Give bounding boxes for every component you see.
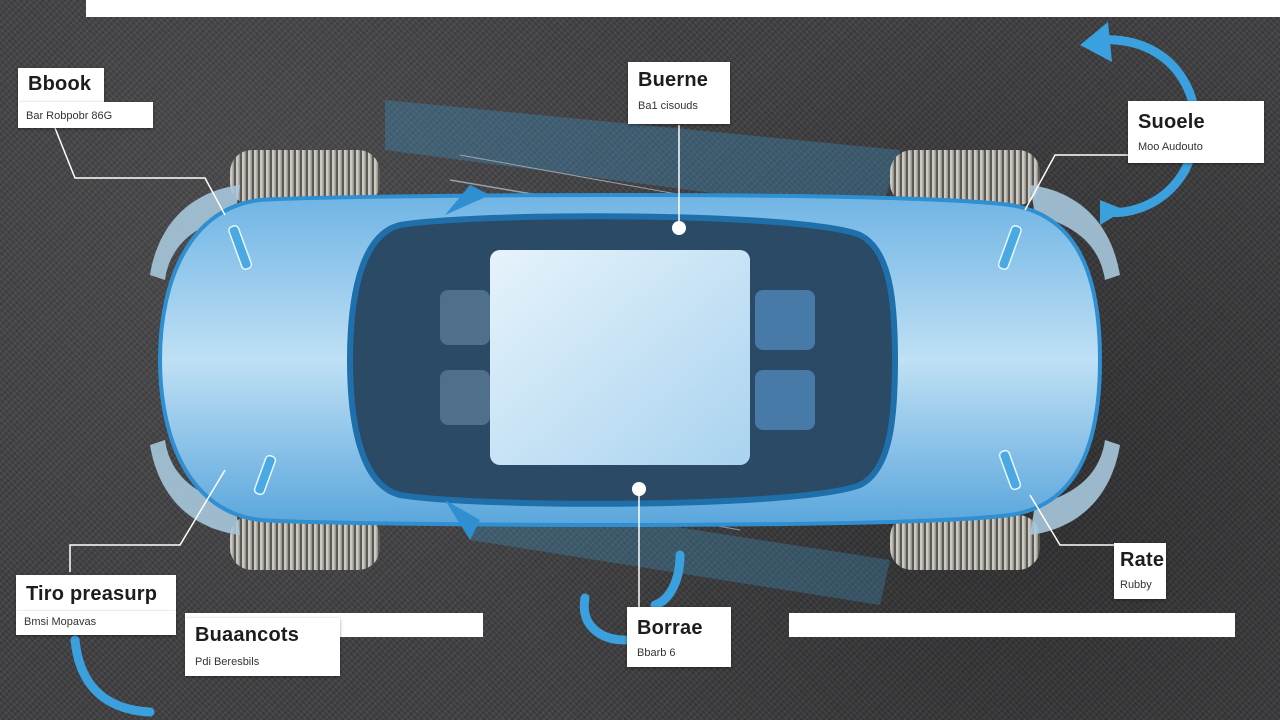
tire-rear-left [230, 515, 380, 570]
callout-title: Rate [1120, 549, 1165, 571]
callout-title: Bbook [28, 73, 92, 95]
fender-fr [1030, 185, 1120, 280]
callout-title: Borrae [637, 617, 703, 639]
callout-title: Buerne [638, 69, 709, 91]
callout-subtitle: Rubby [1120, 579, 1152, 591]
sensor-icon [228, 224, 1022, 496]
callout-title: Suoele [1138, 111, 1205, 133]
tire-front-right [890, 150, 1040, 205]
callout-title: Tiro preasurp [26, 583, 158, 605]
seat-front-right [440, 370, 490, 425]
seat-rear-right [755, 370, 815, 430]
callout-subtitle: Ba1 cisouds [638, 100, 698, 112]
anchor-dot-top [672, 221, 686, 235]
leader-lines [54, 125, 1128, 610]
fender-rl [150, 440, 240, 535]
callout-top-left-title-box: Bbook [18, 68, 104, 102]
callout-bottom-right: Rate Rubby [1114, 543, 1166, 599]
callout-subtitle: Bbarb 6 [637, 647, 676, 659]
seat-rear-left [755, 290, 815, 350]
roof-panel [490, 250, 750, 465]
tire-front-left [230, 150, 380, 205]
callout-bottom-center: Borrae Bbarb 6 [627, 607, 731, 667]
anchor-dot-bottom [632, 482, 646, 496]
callout-top-right: Suoele Moo Audouto [1128, 101, 1264, 163]
fender-rr [1030, 440, 1120, 535]
arrowhead-right [1100, 200, 1125, 225]
callout-top-center: Buerne Ba1 cisouds [628, 62, 730, 124]
tire-rear-right [890, 515, 1040, 570]
callout-subtitle: Moo Audouto [1138, 141, 1203, 153]
callout-subtitle: Bmsi Mopavas [24, 616, 97, 628]
seat-front-left [440, 290, 490, 345]
callout-bottom-left-2: Buaancots Pdi Beresbils [185, 618, 340, 676]
callout-top-left-sub-box: Bar Robpobr 86G [18, 102, 153, 128]
callout-bottom-left-title-box: Tiro preasurp [16, 575, 176, 611]
arrowhead-top-right [1080, 22, 1112, 62]
mirror-left [445, 500, 480, 540]
fender-fl [150, 185, 240, 280]
callout-subtitle: Bar Robpobr 86G [26, 110, 113, 122]
callout-bottom-left-sub-box: Bmsi Mopavas [16, 611, 176, 635]
blank-bar-right [789, 613, 1235, 637]
callout-subtitle: Pdi Beresbils [195, 656, 260, 668]
callout-title: Buaancots [195, 624, 300, 646]
mirror-right [445, 185, 490, 215]
top-banner-bar [86, 0, 1280, 17]
